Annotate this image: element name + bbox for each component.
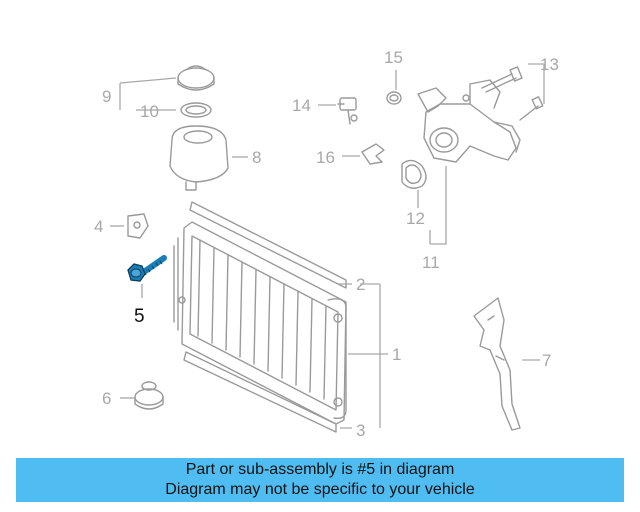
callout-9: 9 bbox=[102, 87, 111, 106]
part-5-bolt[interactable] bbox=[127, 255, 167, 282]
callout-1: 1 bbox=[392, 345, 401, 364]
callout-15: 15 bbox=[384, 48, 403, 67]
callout-11: 11 bbox=[422, 253, 440, 272]
callout-12: 12 bbox=[406, 209, 425, 228]
part-16-retaining-clip[interactable] bbox=[361, 143, 385, 165]
part-9-reservoir-cap[interactable] bbox=[177, 65, 215, 91]
banner-line-1: Part or sub-assembly is #5 in diagram bbox=[185, 461, 455, 478]
leader-lines bbox=[110, 63, 545, 429]
callout-13: 13 bbox=[540, 55, 559, 74]
part-13-bolts[interactable] bbox=[481, 66, 544, 121]
part-7-shroud[interactable] bbox=[473, 297, 521, 431]
part-8-coolant-reservoir[interactable] bbox=[169, 125, 229, 191]
callout-14: 14 bbox=[292, 96, 311, 115]
callout-7: 7 bbox=[542, 351, 551, 370]
callout-3: 3 bbox=[356, 421, 365, 440]
part-10-o-ring[interactable] bbox=[180, 102, 212, 118]
callout-2: 2 bbox=[356, 275, 365, 294]
callout-6: 6 bbox=[102, 389, 111, 408]
part-11-thermostat-housing[interactable] bbox=[417, 79, 521, 163]
part-15-seal-ring[interactable] bbox=[386, 91, 402, 105]
callout-16: 16 bbox=[316, 148, 335, 167]
callout-4: 4 bbox=[94, 217, 103, 236]
part-3-lower-bracket[interactable] bbox=[183, 351, 337, 433]
callout-8: 8 bbox=[252, 148, 261, 167]
part-4-mount[interactable] bbox=[127, 213, 149, 239]
banner-line-2: Diagram may not be specific to your vehi… bbox=[165, 481, 475, 498]
callouts: 9 10 8 4 5 6 14 15 16 12 11 13 2 1 3 7 bbox=[94, 48, 559, 440]
info-banner: Part or sub-assembly is #5 in diagram Di… bbox=[16, 458, 624, 502]
callout-5: 5 bbox=[134, 306, 145, 327]
part-12-gasket[interactable] bbox=[401, 159, 427, 189]
part-2-upper-bracket[interactable] bbox=[189, 201, 347, 289]
callout-10: 10 bbox=[140, 102, 159, 121]
part-14-sensor[interactable] bbox=[337, 97, 358, 125]
part-1-radiator[interactable] bbox=[173, 221, 347, 425]
part-6-grommet[interactable] bbox=[134, 381, 164, 410]
